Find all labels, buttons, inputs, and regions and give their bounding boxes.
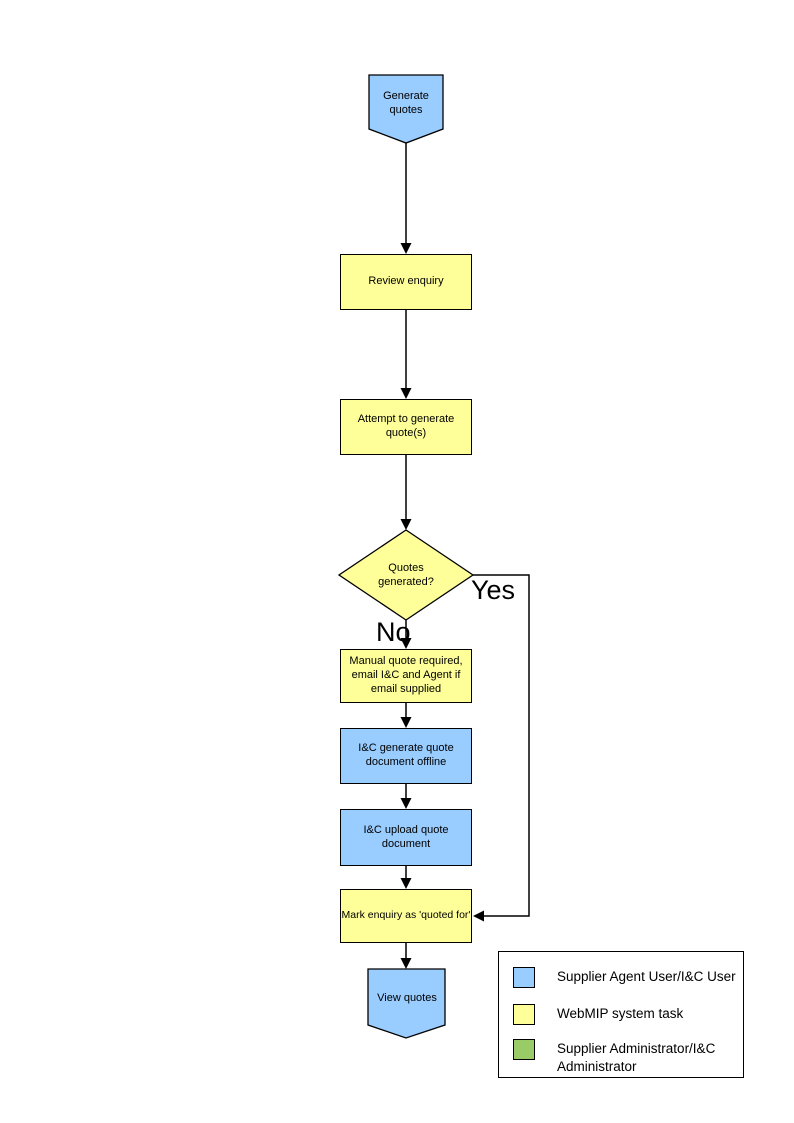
arrowhead-icon <box>400 388 412 399</box>
arrowhead-icon <box>400 638 412 649</box>
end-terminator-shape <box>367 968 446 1039</box>
branch-label-yes: Yes <box>471 575 516 605</box>
legend-label: WebMIP system task <box>557 1006 684 1021</box>
node-label: I&C generate quote document offline <box>358 742 454 768</box>
arrowhead-icon <box>400 798 412 809</box>
node-manual-quote-required: Manual quote required, email I&C and Age… <box>340 649 472 703</box>
legend-label: Supplier Agent User/I&C User <box>557 969 736 984</box>
node-attempt-generate-quotes: Attempt to generate quote(s) <box>340 399 472 455</box>
node-label: I&C upload quote document <box>363 823 449 850</box>
node-label: Manual quote required, email I&C and Age… <box>349 655 463 695</box>
legend-item-supplier-agent-user: Supplier Agent User/I&C User <box>513 967 736 988</box>
arrowhead-icon <box>400 243 412 254</box>
arrowhead-icon <box>400 958 412 969</box>
node-review-enquiry: Review enquiry <box>340 254 472 310</box>
decision-label: Quotes generated? <box>378 562 434 588</box>
start-terminator-label: Generate quotes <box>383 90 429 116</box>
node-label: Mark enquiry as 'quoted for' <box>341 909 471 922</box>
connector-decision-yes-mark <box>473 574 530 917</box>
legend-swatch-yellow <box>513 1004 535 1025</box>
arrowhead-icon <box>400 878 412 889</box>
legend-swatch-green <box>513 1039 535 1060</box>
legend-item-supplier-administrator: Supplier Administrator/I&C Administrator <box>513 1039 743 1075</box>
arrowhead-icon <box>400 519 412 530</box>
arrowhead-icon <box>473 910 484 922</box>
legend-swatch-blue <box>513 967 535 988</box>
node-ic-generate-quote-offline: I&C generate quote document offline <box>340 728 472 784</box>
legend-item-webmip-system-task: WebMIP system task <box>513 1004 683 1025</box>
node-label: Attempt to generate quote(s) <box>357 413 455 439</box>
node-label: Review enquiry <box>368 275 444 288</box>
legend-label: Supplier Administrator/I&C Administrator <box>557 1041 716 1074</box>
legend-box: Supplier Agent User/I&C User WebMIP syst… <box>498 951 744 1078</box>
start-terminator-shape <box>368 74 444 144</box>
branch-label-no: No <box>376 617 411 647</box>
end-terminator-label: View quotes <box>377 992 437 1005</box>
arrowhead-icon <box>400 717 412 728</box>
node-ic-upload-quote-document: I&C upload quote document <box>340 809 472 866</box>
node-mark-enquiry-quoted-for: Mark enquiry as 'quoted for' <box>340 889 472 943</box>
